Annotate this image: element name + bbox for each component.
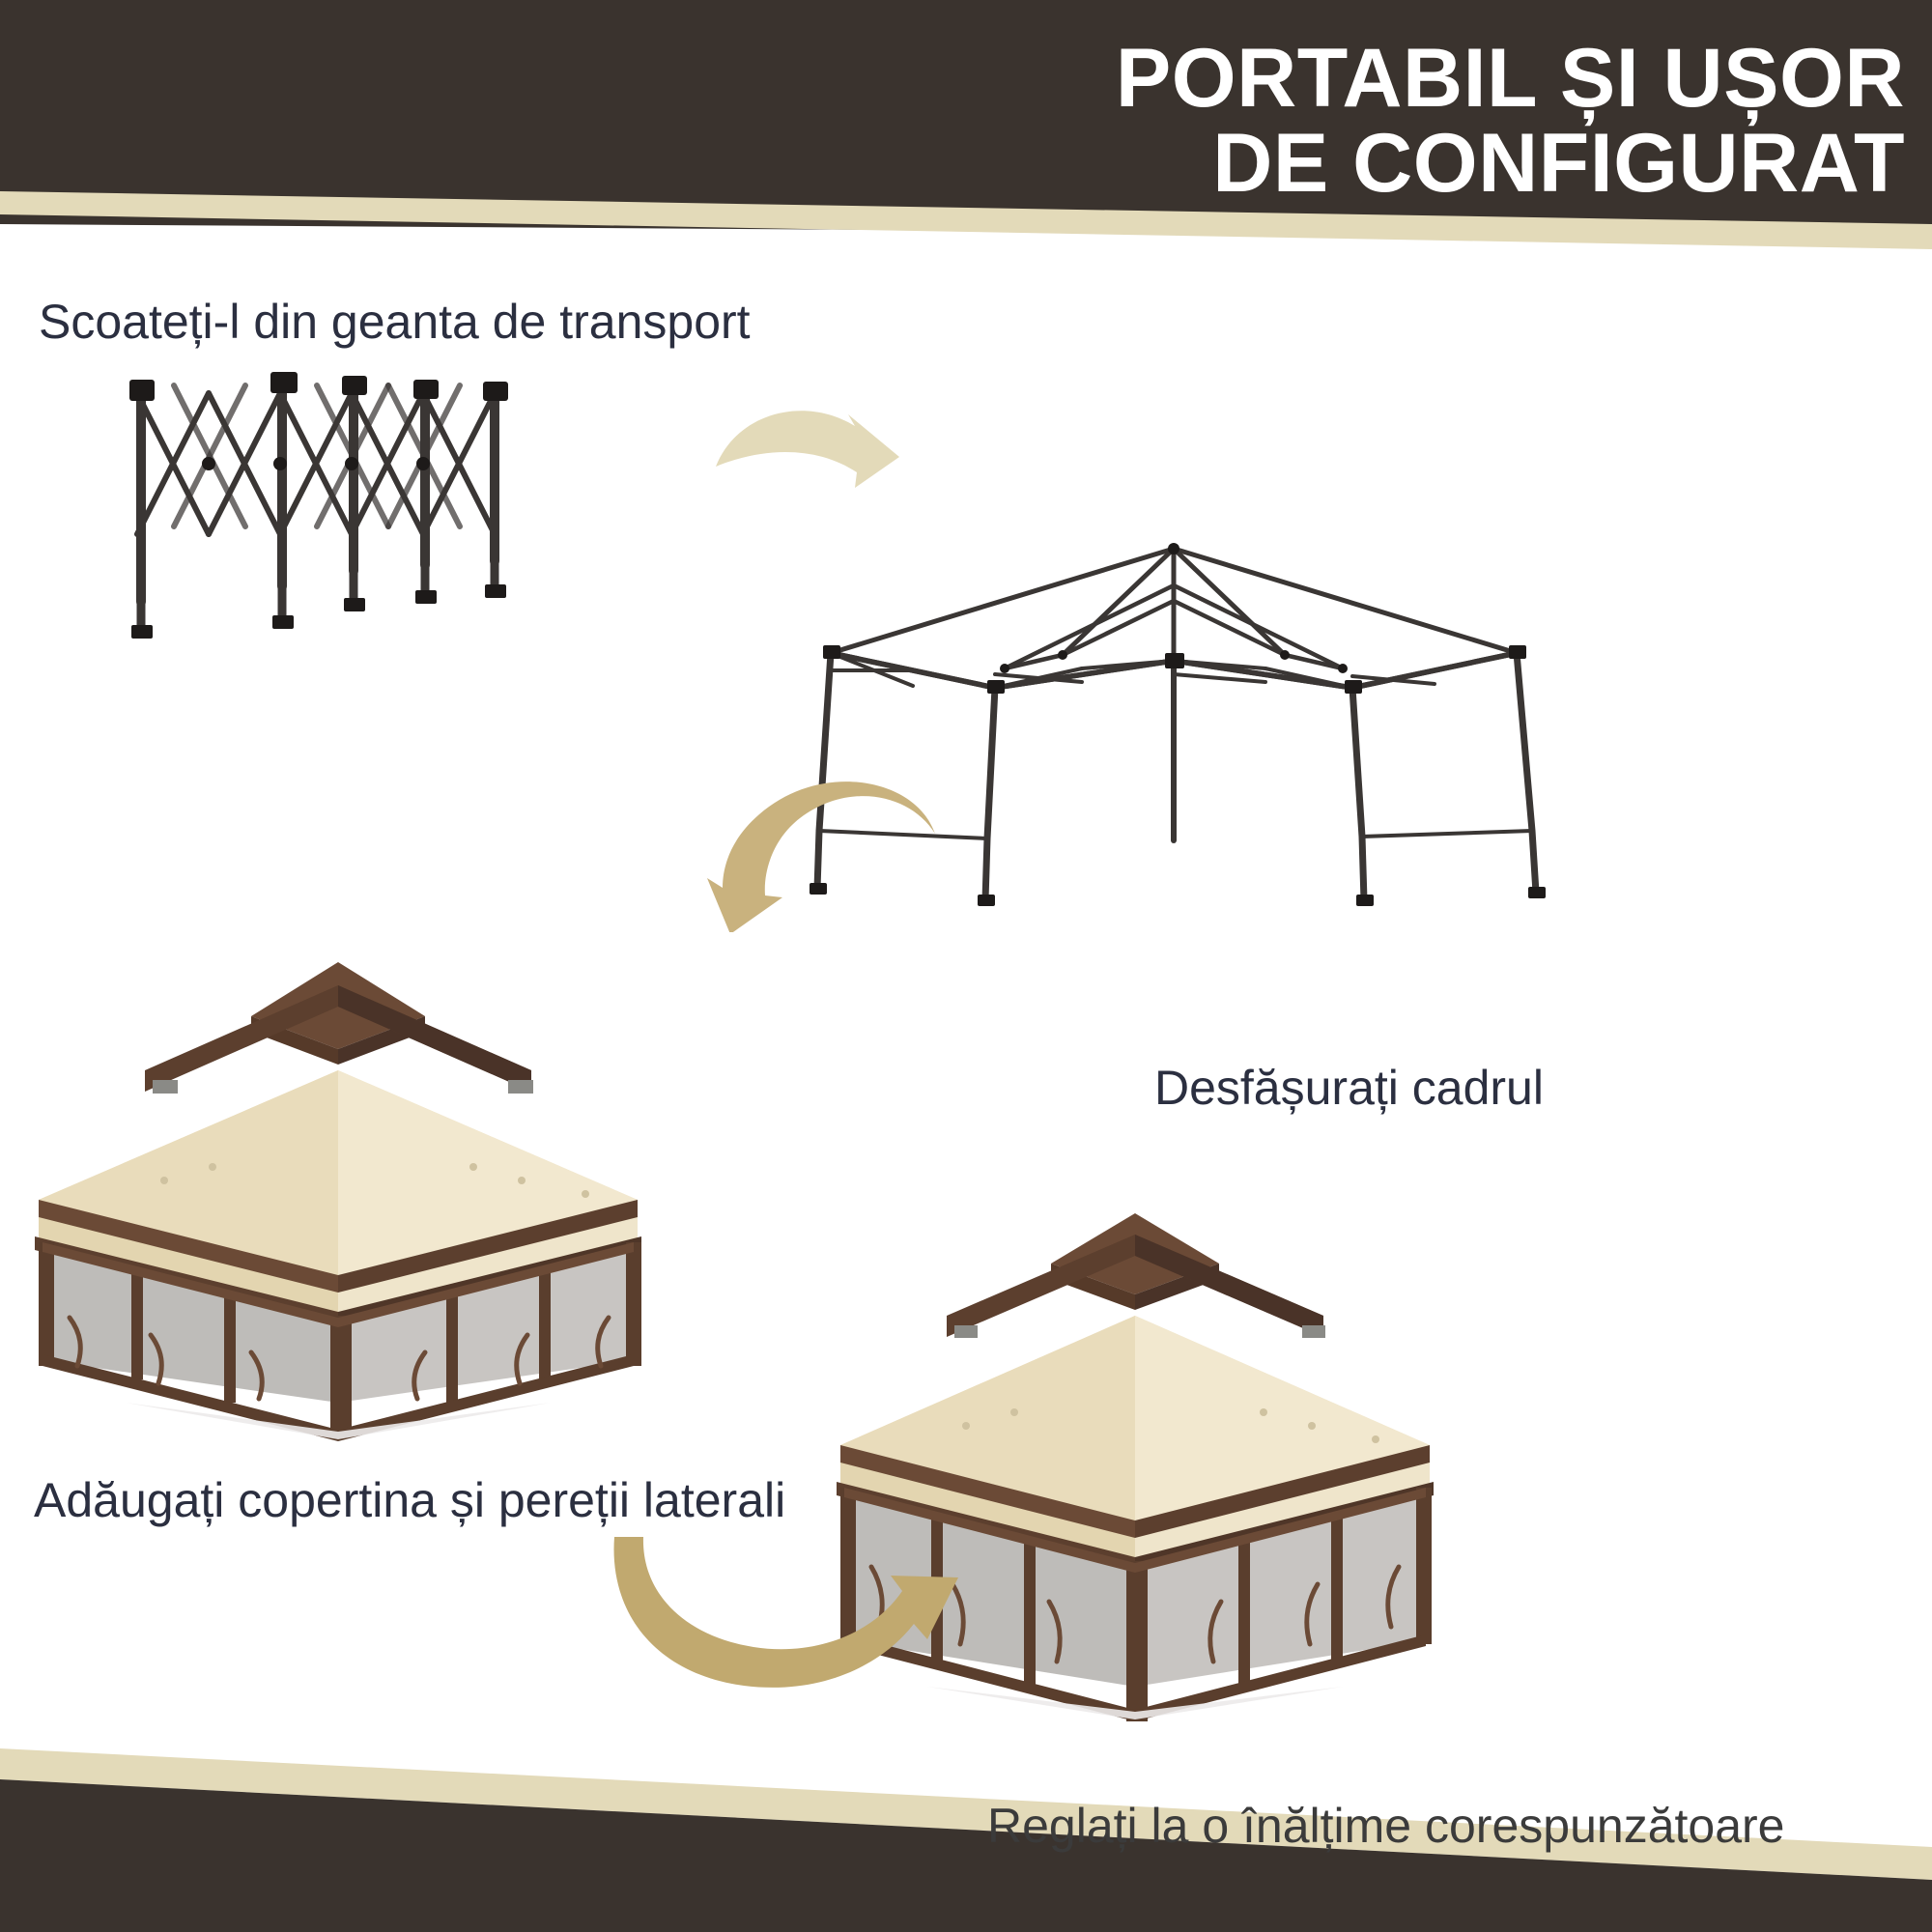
- step-2-caption: Desfășurați cadrul: [1154, 1061, 1544, 1115]
- vent-cap: [145, 962, 531, 1092]
- header-title: PORTABIL ȘI UȘOR DE CONFIGURAT: [765, 32, 1905, 210]
- title-line-1: PORTABIL ȘI UȘOR: [1115, 32, 1905, 125]
- gazebo-posts: [39, 1242, 641, 1437]
- floor-shadow: [927, 1687, 1343, 1719]
- roof-struts: [1002, 582, 1346, 671]
- frame-joints: [129, 372, 508, 639]
- gazebo-canopy-illustration: [10, 956, 686, 1449]
- roof-ridges: [828, 546, 1520, 660]
- floor-shadow: [126, 1403, 551, 1439]
- arrow-2-icon: [686, 768, 947, 932]
- wall-straps: [67, 1315, 611, 1402]
- expanded-frame-illustration: [773, 541, 1575, 937]
- title-line-2: DE CONFIGURAT: [1212, 116, 1905, 210]
- lower-braces: [817, 829, 1534, 840]
- vent-supports: [954, 1325, 1325, 1338]
- gazebo-adjusted-illustration: [802, 1208, 1478, 1758]
- folded-frame-illustration: [116, 372, 522, 671]
- upper-rails: [43, 1242, 634, 1327]
- gazebo-posts: [840, 1488, 1432, 1721]
- eave-trusses: [829, 651, 1519, 690]
- frame-legs: [136, 377, 499, 607]
- vent-supports: [153, 1080, 533, 1094]
- main-canopy: [837, 1316, 1434, 1571]
- step-3-caption: Adăugați copertina și pereții laterali: [34, 1473, 786, 1527]
- scissor-lattice: [134, 383, 497, 537]
- base-rails: [43, 1354, 634, 1441]
- step-4-caption: Reglați la o înălțime corespunzătoare: [987, 1799, 1785, 1853]
- canopy-grommets: [962, 1408, 1379, 1443]
- mesh-walls: [43, 1246, 634, 1403]
- arrow-1-icon: [710, 391, 932, 526]
- upper-rails: [844, 1488, 1426, 1573]
- frame-feet: [136, 556, 499, 636]
- mesh-walls: [844, 1492, 1426, 1687]
- canopy-grommets: [160, 1163, 589, 1198]
- vent-cap: [947, 1213, 1323, 1337]
- step-1-caption: Scoateți-l din geanta de transport: [39, 295, 751, 349]
- frame-joints: [810, 543, 1546, 906]
- base-rails: [844, 1634, 1426, 1721]
- arrow-3-icon: [599, 1531, 995, 1744]
